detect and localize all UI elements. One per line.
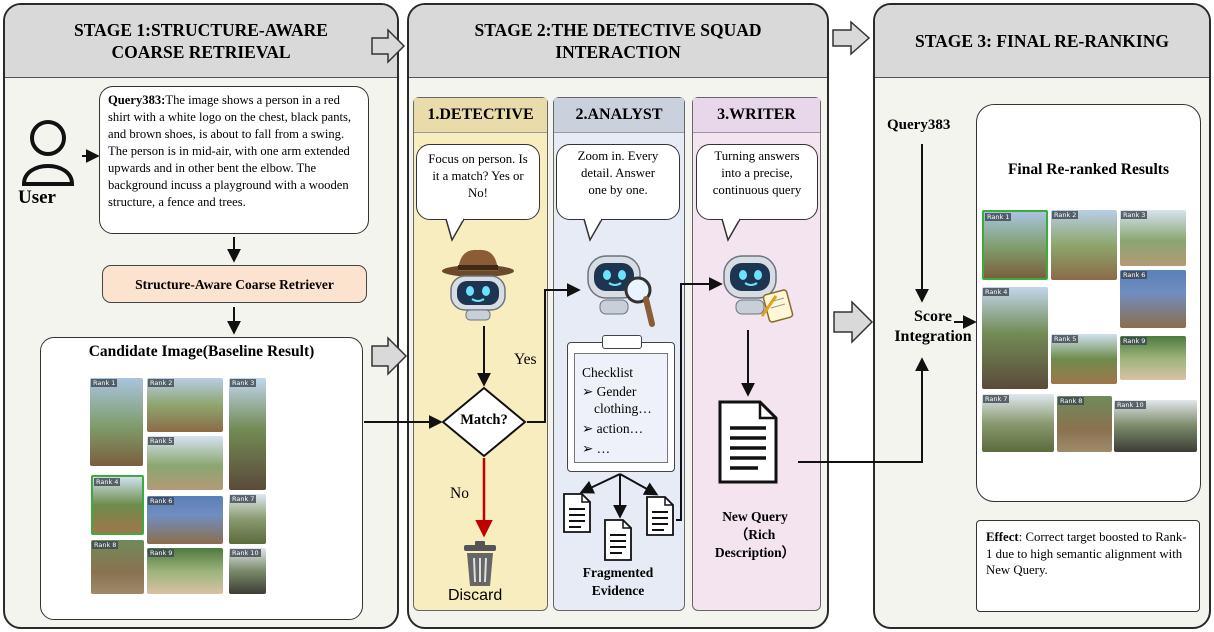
query-id: Query383: <box>108 93 166 107</box>
final-thumb-3: Rank 3 <box>1120 210 1186 266</box>
final-thumb-9: Rank 9 <box>1120 336 1186 380</box>
analyst-header: 2.ANALYST <box>554 98 684 133</box>
fragmented-evidence-label: Fragmented Evidence <box>582 565 654 598</box>
analyst-robot-icon <box>580 246 670 334</box>
detective-speech-bubble: Focus on person. Is it a match? Yes or N… <box>416 144 540 220</box>
detective-robot-icon <box>438 246 518 324</box>
evidence-doc-3-icon <box>646 496 674 536</box>
user-label: User <box>18 187 56 208</box>
query-text-box: Query383:The image shows a person in a r… <box>99 86 369 234</box>
effect-box: Effect: Correct target boosted to Rank-1… <box>976 520 1200 612</box>
writer-robot-icon <box>716 246 806 326</box>
checklist-clipboard: Checklist ➢ Gender clothing… ➢ action… ➢… <box>567 335 675 472</box>
candidate-thumb-5: Rank 5 <box>147 436 223 490</box>
checklist-item-1: ➢ Gender <box>582 384 637 399</box>
writer-header: 3.WRITER <box>693 98 820 133</box>
query-text: The image shows a person in a red shirt … <box>108 93 352 209</box>
new-query-label: New Query （Rich Description） <box>714 509 796 560</box>
final-thumb-10: Rank 10 <box>1114 400 1197 452</box>
candidate-thumb-6: Rank 6 <box>147 496 223 544</box>
checklist-title: Checklist <box>582 365 633 380</box>
checklist-item-3: ➢ action… <box>582 421 644 436</box>
candidate-thumb-1: Rank 1 <box>90 378 143 466</box>
trash-icon <box>460 540 500 588</box>
stage3-header: STAGE 3: FINAL RE-RANKING <box>875 5 1209 78</box>
effect-label: Effect <box>986 530 1019 544</box>
stage2-to-stage3-block-arrow <box>832 20 871 56</box>
candidate-thumb-4: Rank 4 <box>91 475 144 535</box>
yes-label: Yes <box>514 351 537 368</box>
stage3-title: STAGE 3: FINAL RE-RANKING <box>915 31 1169 51</box>
analyst-speech-bubble: Zoom in. Every detail. Answer one by one… <box>556 144 680 220</box>
evidence-doc-1-icon <box>563 493 591 533</box>
user-icon <box>20 118 80 190</box>
discard-label: Discard <box>448 587 503 604</box>
stage1-header: STAGE 1:STRUCTURE-AWARE COARSE RETRIEVAL <box>5 5 397 78</box>
stage1-title: STAGE 1:STRUCTURE-AWARE COARSE RETRIEVAL <box>74 20 328 62</box>
candidate-title: Candidate Image(Baseline Result) <box>88 343 315 360</box>
score-integration-label: Score Integration <box>894 308 972 345</box>
writer-speech-bubble: Turning answers into a precise, continuo… <box>696 144 818 220</box>
stage2-to-score-block-arrow <box>833 300 874 344</box>
query383-label: Query383 <box>887 117 951 133</box>
final-thumb-6: Rank 6 <box>1120 270 1186 328</box>
final-thumb-2: Rank 2 <box>1051 210 1117 280</box>
final-thumb-5: Rank 5 <box>1051 334 1117 384</box>
candidate-thumb-2: Rank 2 <box>147 378 223 432</box>
evidence-doc-2-icon <box>604 519 632 561</box>
checklist-item-4: ➢ … <box>582 441 611 456</box>
final-results-title: Final Re-ranked Results <box>1007 161 1170 178</box>
match-decision-diamond <box>441 386 527 458</box>
coarse-retriever-box: Structure-Aware Coarse Retriever <box>102 265 367 303</box>
stage2-header: STAGE 2:THE DETECTIVE SQUAD INTERACTION <box>409 5 827 78</box>
candidate-thumb-10: Rank 10 <box>229 548 266 594</box>
clipboard-clip <box>602 335 642 349</box>
detective-header: 1.DETECTIVE <box>414 98 547 133</box>
final-thumb-8: Rank 8 <box>1057 396 1112 452</box>
effect-text: : Correct target boosted to Rank-1 due t… <box>986 530 1187 577</box>
final-thumb-1: Rank 1 <box>982 210 1048 280</box>
candidate-thumb-3: Rank 3 <box>229 378 266 490</box>
match-label: Match? <box>460 412 508 428</box>
candidate-thumb-7: Rank 7 <box>229 494 266 544</box>
candidate-thumb-9: Rank 9 <box>147 548 223 594</box>
final-thumb-4: Rank 4 <box>982 287 1048 389</box>
stage2-title: STAGE 2:THE DETECTIVE SQUAD INTERACTION <box>474 20 762 62</box>
new-query-document-icon <box>718 400 778 484</box>
candidate-thumb-8: Rank 8 <box>91 540 144 594</box>
checklist-item-2: clothing… <box>594 401 652 416</box>
no-label: No <box>450 485 469 502</box>
checklist-inner <box>574 353 668 463</box>
final-thumb-7: Rank 7 <box>982 394 1054 452</box>
